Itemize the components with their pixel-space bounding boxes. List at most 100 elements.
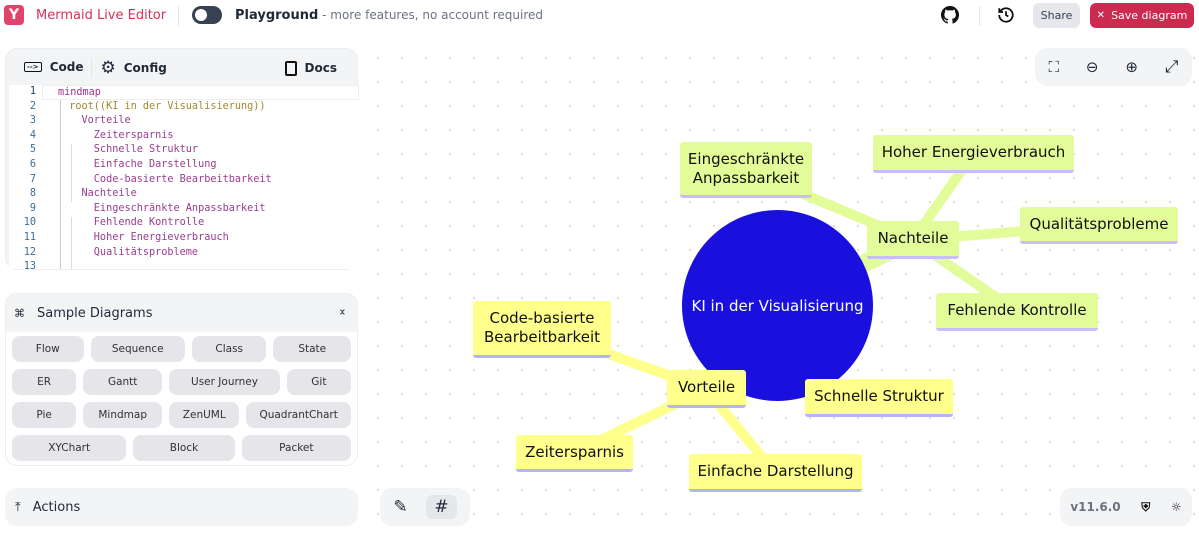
line-text: Fehlende Kontrolle <box>57 217 205 229</box>
fullscreen-icon[interactable]: ⤢ <box>1164 57 1179 77</box>
canvas-toolbar: ✎ # <box>380 488 470 526</box>
panel-title: Sample Diagrams <box>37 305 153 321</box>
tab-config[interactable]: ⚙Config <box>92 49 174 87</box>
mermaid-logo[interactable]: Y <box>4 5 24 25</box>
tab-label: Code <box>49 60 84 74</box>
mermaid-icon: ✕ <box>1096 10 1106 21</box>
node-einfache-darstellung[interactable]: Einfache Darstellung <box>689 454 862 492</box>
line-number: 9 <box>29 202 36 214</box>
line-number: 12 <box>23 246 36 258</box>
pen-icon[interactable]: ✎ <box>393 497 408 517</box>
line-number: 1 <box>29 86 36 97</box>
line-number: 6 <box>29 158 36 170</box>
indent-guide <box>60 100 61 269</box>
code-line[interactable]: 9 Eingeschränkte Anpassbarkeit <box>9 202 359 217</box>
line-text: Zeitersparnis <box>57 129 174 141</box>
indent-guide <box>71 144 72 202</box>
line-text: Code-basierte Bearbeitbarkeit <box>57 173 272 185</box>
code-line[interactable]: 6 Einfache Darstellung <box>9 158 359 173</box>
sample-sequence-button[interactable]: Sequence <box>90 336 185 362</box>
code-line[interactable]: 3 Vorteile <box>9 114 359 129</box>
sample-xychart-button[interactable]: XYChart <box>12 435 127 461</box>
node-eingeschraenkte-anpassbarkeit[interactable]: Eingeschränkte Anpassbarkeit <box>680 142 812 198</box>
gear-icon: ⚙ <box>100 58 116 78</box>
code-line[interactable]: 12 Qualitätsprobleme <box>9 246 359 261</box>
collapse-icon[interactable]: ⌄⌃ <box>337 302 347 323</box>
line-number: 5 <box>29 144 36 156</box>
tab-docs[interactable]: Docs <box>277 49 345 87</box>
code-line[interactable]: 8 Nachteile <box>9 187 359 202</box>
code-line[interactable]: 7 Code-basierte Bearbeitbarkeit <box>9 173 359 188</box>
panel-title: Actions <box>32 499 81 515</box>
sample-flow-button[interactable]: Flow <box>12 336 84 362</box>
node-hoher-energieverbrauch[interactable]: Hoher Energieverbrauch <box>873 135 1074 173</box>
code-line[interactable]: 1 mindmap <box>9 85 359 100</box>
line-text: Hoher Energieverbrauch <box>57 231 229 243</box>
line-number: 13 <box>23 261 36 269</box>
line-text: root((KI in der Visualisierung)) <box>57 100 266 112</box>
code-line[interactable]: 5 Schnelle Struktur <box>9 143 359 158</box>
code-line[interactable]: 4 Zeitersparnis <box>9 129 359 144</box>
node-vorteile[interactable]: Vorteile <box>667 370 746 408</box>
github-icon[interactable] <box>940 5 960 28</box>
shield-lock-icon[interactable]: ⛨ <box>1141 499 1151 514</box>
sample-packet-button[interactable]: Packet <box>241 435 351 461</box>
zoom-out-icon[interactable]: ⊖ <box>1085 58 1099 76</box>
save-label: Save diagram <box>1111 9 1188 22</box>
book-icon <box>284 60 297 76</box>
node-qualitaetsprobleme[interactable]: Qualitätsprobleme <box>1020 207 1178 244</box>
line-text: Eingeschränkte Anpassbarkeit <box>57 202 266 214</box>
sample-er-button[interactable]: ER <box>12 369 77 395</box>
history-icon[interactable] <box>997 6 1015 28</box>
node-nachteile[interactable]: Nachteile <box>867 221 959 259</box>
sample-quadrantchart-button[interactable]: QuadrantChart <box>246 402 351 428</box>
line-number: 4 <box>29 129 36 141</box>
sample-diagrams-header[interactable]: ⌘ Sample Diagrams ⌄⌃ <box>6 294 357 332</box>
line-number: 7 <box>29 173 36 185</box>
code-line[interactable]: 11 Hoher Energieverbrauch <box>9 231 359 246</box>
line-number: 8 <box>29 188 36 200</box>
zoom-in-icon[interactable]: ⊕ <box>1125 58 1138 76</box>
node-code-basierte-bearbeitbarkeit[interactable]: Code-basierte Bearbeitbarkeit <box>473 301 611 358</box>
mindmap-root[interactable]: KI in der Visualisierung <box>682 210 873 401</box>
code-line[interactable]: 10 Fehlende Kontrolle <box>9 216 359 231</box>
sample-zenuml-button[interactable]: ZenUML <box>169 402 240 428</box>
node-schnelle-struktur[interactable]: Schnelle Struktur <box>805 379 953 417</box>
save-diagram-button[interactable]: ✕ Save diagram <box>1090 3 1194 28</box>
node-zeitersparnis[interactable]: Zeitersparnis <box>516 435 633 472</box>
sample-state-button[interactable]: State <box>273 336 351 362</box>
share-button[interactable]: Share <box>1033 3 1080 28</box>
version-label: v11.6.0 <box>1070 500 1121 514</box>
sample-pie-button[interactable]: Pie <box>12 402 77 428</box>
app-title[interactable]: Mermaid Live Editor <box>36 8 167 23</box>
sample-user-journey-button[interactable]: User Journey <box>169 369 280 395</box>
fit-screen-icon[interactable]: ⛶ <box>1048 58 1059 76</box>
line-text: Qualitätsprobleme <box>57 246 199 258</box>
version-bar: v11.6.0 ⛨ ☼ <box>1060 488 1192 526</box>
grid-icon[interactable]: # <box>426 495 457 519</box>
sample-class-button[interactable]: Class <box>191 336 267 362</box>
sample-block-button[interactable]: Block <box>133 435 235 461</box>
indent-guide <box>71 217 72 269</box>
sun-icon[interactable]: ☼ <box>1170 500 1182 514</box>
line-text: mindmap <box>42 85 359 100</box>
playground-toggle[interactable] <box>192 6 222 24</box>
line-text: Vorteile <box>57 115 131 127</box>
line-number: 10 <box>23 217 36 229</box>
actions-panel[interactable]: ⤒Actions <box>5 488 358 526</box>
sample-gantt-button[interactable]: Gantt <box>83 369 163 395</box>
node-fehlende-kontrolle[interactable]: Fehlende Kontrolle <box>936 293 1098 331</box>
code-line[interactable]: 13 <box>9 260 359 269</box>
diagram-icon: ⌘ <box>14 306 25 320</box>
line-number: 11 <box>23 231 36 243</box>
sample-mindmap-button[interactable]: Mindmap <box>83 402 163 428</box>
code-line[interactable]: 2 root((KI in der Visualisierung)) <box>9 100 359 115</box>
sample-git-button[interactable]: Git <box>286 369 351 395</box>
